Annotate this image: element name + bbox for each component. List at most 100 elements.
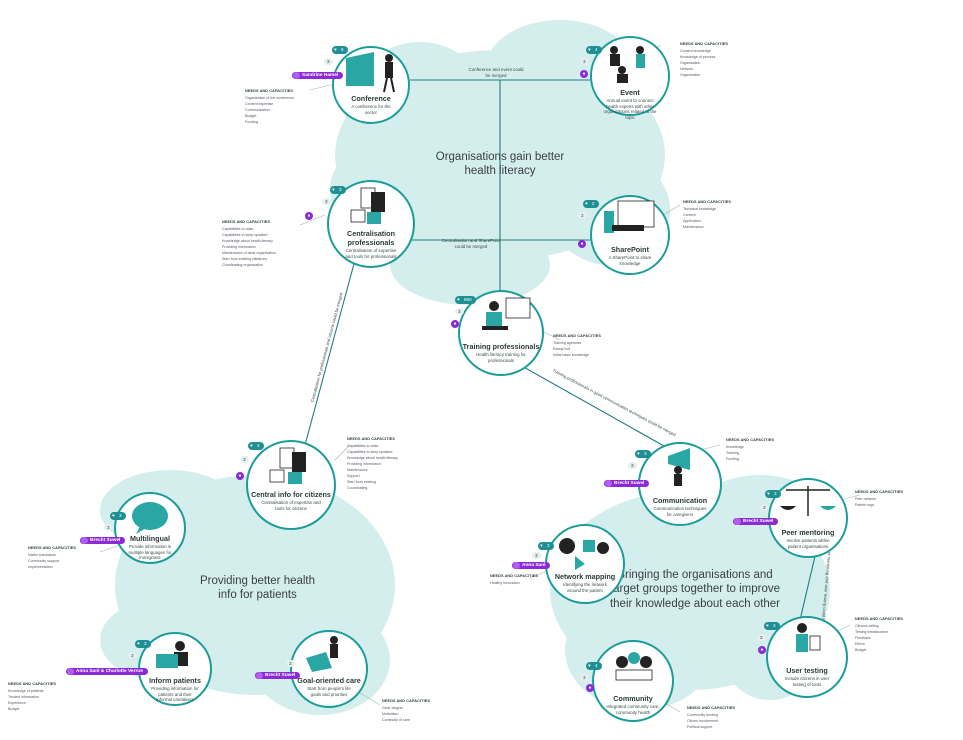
needs-heading: NEEDS AND CAPACITIES [687,706,735,710]
multilingual-likes-badge[interactable]: 3 [110,512,126,520]
needs-user-testing: NEEDS AND CAPACITIES Citizens willing Te… [855,617,955,653]
laptop-person-illustration-icon [156,641,188,668]
communication-count: 3 [628,462,637,469]
communication-description: Communication techniques for caregivers [653,506,707,517]
event-count: 3 [580,58,589,65]
needs-conference: NEEDS AND CAPACITIES Organization of the… [245,89,325,125]
goal-oriented-description: Start from people's life goals and prior… [307,686,351,697]
conference-illustration-icon [346,52,395,93]
node-user-testing[interactable]: User testing Include citizens in user te… [766,616,848,698]
training-illustration-icon [482,297,531,330]
edge-label-conference-event: Conference and event could be merged [468,67,524,78]
goal-oriented-owner[interactable]: Brecht Suwel [255,672,301,679]
community-likes-badge[interactable]: 4 [586,662,602,670]
node-central-info-citizens[interactable]: Central info for citizens Centralisation… [246,440,336,530]
needs-heading: NEEDS AND CAPACITIES [683,200,731,204]
network-mapping-owner[interactable]: Anna Sanl [512,562,551,569]
documents-illustration-icon [269,447,306,484]
sharepoint-user-icon[interactable]: ● [578,240,586,248]
inform-patients-title: Inform patients [149,676,201,685]
needs-training: NEEDS AND CAPACITIES Training agencies R… [553,334,628,358]
needs-central-citizens: NEEDS AND CAPACITIES Capabilities to rai… [347,437,477,491]
centralisation-user-icon[interactable]: ● [305,212,313,220]
central-citizens-likes-badge[interactable]: 3 [248,442,264,450]
needs-heading: NEEDS AND CAPACITIES [680,42,728,46]
peer-mentoring-likes-badge[interactable]: 3 [765,490,781,498]
event-user-icon[interactable]: ● [580,70,588,78]
central-citizens-user-icon[interactable]: ● [236,472,244,480]
conference-title: Conference [351,94,391,103]
needs-centralisation: NEEDS AND CAPACITIES Capabilities to rai… [222,220,322,268]
needs-network-mapping: NEEDS AND CAPACITIES Healthy innovation [490,574,545,586]
network-mapping-count: 3 [532,552,541,559]
node-training-professionals[interactable]: Training professionals Health literacy t… [458,290,544,376]
node-conference[interactable]: Conference A conference for the sector [332,46,410,124]
multilingual-owner[interactable]: Brecht Suwel [80,537,126,544]
multilingual-description: Provide information in multiple language… [128,544,172,560]
centralisation-count: 3 [322,198,331,205]
tester-illustration-icon [796,623,821,652]
node-centralisation-professionals[interactable]: Centralisation professionals Centralisat… [327,180,415,268]
needs-event: NEEDS AND CAPACITIES Content knowledge K… [680,42,760,78]
user-testing-count: 3 [757,634,766,641]
event-likes-badge[interactable]: 4 [586,46,602,54]
needs-heading: NEEDS AND CAPACITIES [726,438,774,442]
communication-owner[interactable]: Brecht Suwel [604,480,650,487]
training-likes-badge[interactable]: 650 [455,296,476,304]
documents-illustration-icon [350,187,385,224]
training-user-icon[interactable]: ● [451,320,459,328]
needs-heading: NEEDS AND CAPACITIES [8,682,56,686]
peer-mentoring-owner[interactable]: Brecht Suwel [733,518,779,525]
centralisation-likes-badge[interactable]: 3 [330,186,346,194]
needs-heading: NEEDS AND CAPACITIES [28,546,76,550]
computer-illustration-icon [604,200,655,233]
cluster-title-left: Providing better health info for patient… [199,575,316,602]
node-community[interactable]: Community Integrated community care, com… [592,640,674,722]
peer-mentoring-count: 3 [760,504,769,511]
conference-owner[interactable]: Sandrine Hamel [292,72,344,79]
communication-likes-badge[interactable]: 3 [635,450,651,458]
goal-oriented-title: Goal-oriented care [297,676,361,685]
node-communication[interactable]: Communication Communication techniques f… [638,442,722,526]
sharepoint-description: A SharePoint to share knowledge [608,255,652,266]
needs-multilingual: NEEDS AND CAPACITIES Native translators … [28,546,98,570]
user-testing-description: Include citizens in user testing of tool… [784,676,830,687]
training-title: Training professionals [462,342,540,351]
communication-title: Communication [652,496,708,505]
needs-communication: NEEDS AND CAPACITIES Knowledge Training … [726,438,826,462]
inform-patients-likes-badge[interactable]: 3 [135,640,151,648]
node-multilingual[interactable]: Multilingual Provide information in mult… [114,492,186,564]
centralisation-title: Centralisation professionals [347,229,395,247]
node-network-mapping[interactable]: Network mapping Identifying the network … [545,524,625,604]
network-mapping-likes-badge[interactable]: 3 [538,542,554,550]
cluster-title-right: Bringing the organisations and target gr… [609,569,781,610]
multilingual-title: Multilingual [130,534,170,543]
peer-mentoring-title: Peer mentoring [781,528,835,537]
needs-heading: NEEDS AND CAPACITIES [855,617,903,621]
event-illustration-icon [610,46,645,83]
needs-heading: NEEDS AND CAPACITIES [347,437,395,441]
needs-heading: NEEDS AND CAPACITIES [553,334,601,338]
community-user-icon[interactable]: ● [586,684,594,692]
user-testing-user-icon[interactable]: ● [758,646,766,654]
running-person-illustration-icon [306,636,338,672]
community-count: 3 [580,674,589,681]
event-title: Event [620,88,640,97]
inform-patients-owner[interactable]: Anna Sanl & Charlotte Verrue [66,668,148,675]
megaphone-illustration-icon [668,448,690,486]
balance-scale-illustration-icon [780,486,836,516]
needs-heading: NEEDS AND CAPACITIES [490,574,538,578]
node-peer-mentoring[interactable]: Peer mentoring Involve patients within p… [768,478,848,558]
peer-mentoring-description: Involve patients within patient organisa… [786,538,830,549]
needs-heading: NEEDS AND CAPACITIES [382,699,430,703]
edge-label-central-sharepoint: Centralisation and SharePoint could be m… [441,238,501,249]
sharepoint-likes-badge[interactable]: 2 [583,200,599,208]
needs-heading: NEEDS AND CAPACITIES [855,490,903,494]
node-sharepoint[interactable]: SharePoint A SharePoint to share knowled… [590,195,670,275]
node-event[interactable]: Event Annual event to connect health exp… [590,36,670,120]
node-goal-oriented-care[interactable]: Goal-oriented care Start from people's l… [290,630,368,708]
user-testing-likes-badge[interactable]: 3 [764,622,780,630]
inform-patients-count: 3 [128,652,137,659]
conference-likes-badge[interactable]: 6 [332,46,348,54]
